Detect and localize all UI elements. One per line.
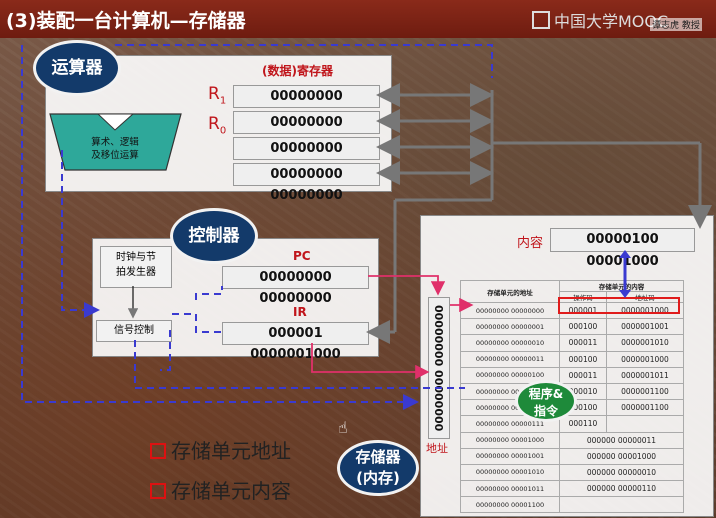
header-address: 存储单元的地址 (460, 280, 560, 303)
content-label: 内容 (517, 236, 544, 251)
row-address: 00000000 00000001 (460, 318, 560, 336)
row-opcode: 000011 (559, 366, 607, 384)
current-row-highlight (558, 297, 680, 314)
row-opcode: 000100 (559, 318, 607, 336)
register-title: (数据)寄存器 (262, 64, 333, 78)
row-addrcode: 0000001000 (605, 350, 685, 368)
legend-item-address: 存储单元地址 (150, 435, 291, 464)
program-badge: 程序& 指令 (515, 380, 577, 422)
row-opcode: 000110 (559, 415, 607, 433)
legend-text-content: 存储单元内容 (171, 479, 291, 503)
legend-square-icon (150, 443, 166, 459)
row-addrcode: 0000001100 (605, 399, 685, 417)
alu-badge: 运算器 (33, 40, 121, 96)
page-title: (3)装配一台计算机—存储器 (6, 10, 246, 32)
ir-label: IR (293, 305, 307, 319)
legend-text-address: 存储单元地址 (171, 439, 291, 463)
mooc-text: 中国大学MOOC (554, 12, 669, 31)
row-address: 00000000 00001011 (460, 480, 560, 498)
address-register-value: 00000000 00000000 (432, 304, 445, 432)
row-content: 000000 00000011 (559, 431, 684, 449)
row-address: 00000000 00000011 (460, 350, 560, 368)
pc-label: PC (293, 249, 311, 263)
title-bar (0, 0, 716, 38)
address-label: 地址 (426, 442, 448, 455)
row-addrcode (605, 415, 685, 433)
table-row: 00000000 00001100 (460, 496, 684, 514)
row-content (559, 496, 684, 514)
teacher-tag: 谭志虎 教授 (650, 18, 702, 31)
row-address: 00000000 00001001 (460, 447, 560, 465)
row-content: 000000 00000110 (559, 480, 684, 498)
register-r1: 00000000 00000011 (233, 85, 380, 125)
row-address: 00000000 00000010 (460, 334, 560, 352)
ir-register: 000001 0000001000 (222, 322, 369, 362)
content-register: 00000100 00001000 (550, 228, 695, 269)
signal-control: 信号控制 (96, 320, 172, 342)
memory-table: 存储单元的地址 存储单元的内容 操作码 地址码 00000000 0000000… (460, 280, 685, 514)
row-addrcode: 0000001001 (605, 318, 685, 336)
legend-item-content: 存储单元内容 (150, 475, 291, 504)
row-addrcode: 0000001010 (605, 334, 685, 352)
row-content: 000000 00001000 (559, 447, 684, 465)
row-address: 00000000 00000000 (460, 301, 560, 320)
row-address: 00000000 00001100 (460, 496, 560, 514)
header-content: 存储单元的内容 (559, 280, 684, 292)
pc-register: 00000000 00000000 (222, 266, 369, 306)
register-r2: 00000000 00000000 (233, 137, 380, 177)
memory-badge: 存储器 (内存) (337, 440, 419, 496)
row-opcode: 000100 (559, 350, 607, 368)
legend-square-icon (150, 483, 166, 499)
control-badge: 控制器 (170, 208, 258, 264)
row-addrcode: 0000001100 (605, 382, 685, 401)
mooc-logo-icon (532, 11, 550, 29)
r0-label: R0 (208, 114, 227, 137)
address-register: 00000000 00000000 (428, 297, 450, 439)
hand-cursor-icon: ☝ (338, 418, 348, 437)
register-r3: 00000000 00000000 (233, 163, 380, 203)
register-r0: 00000000 00001000 (233, 111, 380, 151)
row-address: 00000000 00001010 (460, 463, 560, 482)
r1-label: R1 (208, 84, 227, 107)
row-content: 000000 00000010 (559, 463, 684, 482)
row-opcode: 000011 (559, 334, 607, 352)
alu-unit-label: 算术、逻辑 及移位运算 (91, 137, 139, 161)
clock-generator: 时钟与节 拍发生器 (100, 246, 172, 288)
row-addrcode: 0000001011 (605, 366, 685, 384)
memory-table-wrap: 存储单元的地址 存储单元的内容 操作码 地址码 00000000 0000000… (460, 280, 685, 514)
mooc-watermark: 中国大学MOOC (532, 8, 668, 32)
row-address: 00000000 00001000 (460, 431, 560, 449)
